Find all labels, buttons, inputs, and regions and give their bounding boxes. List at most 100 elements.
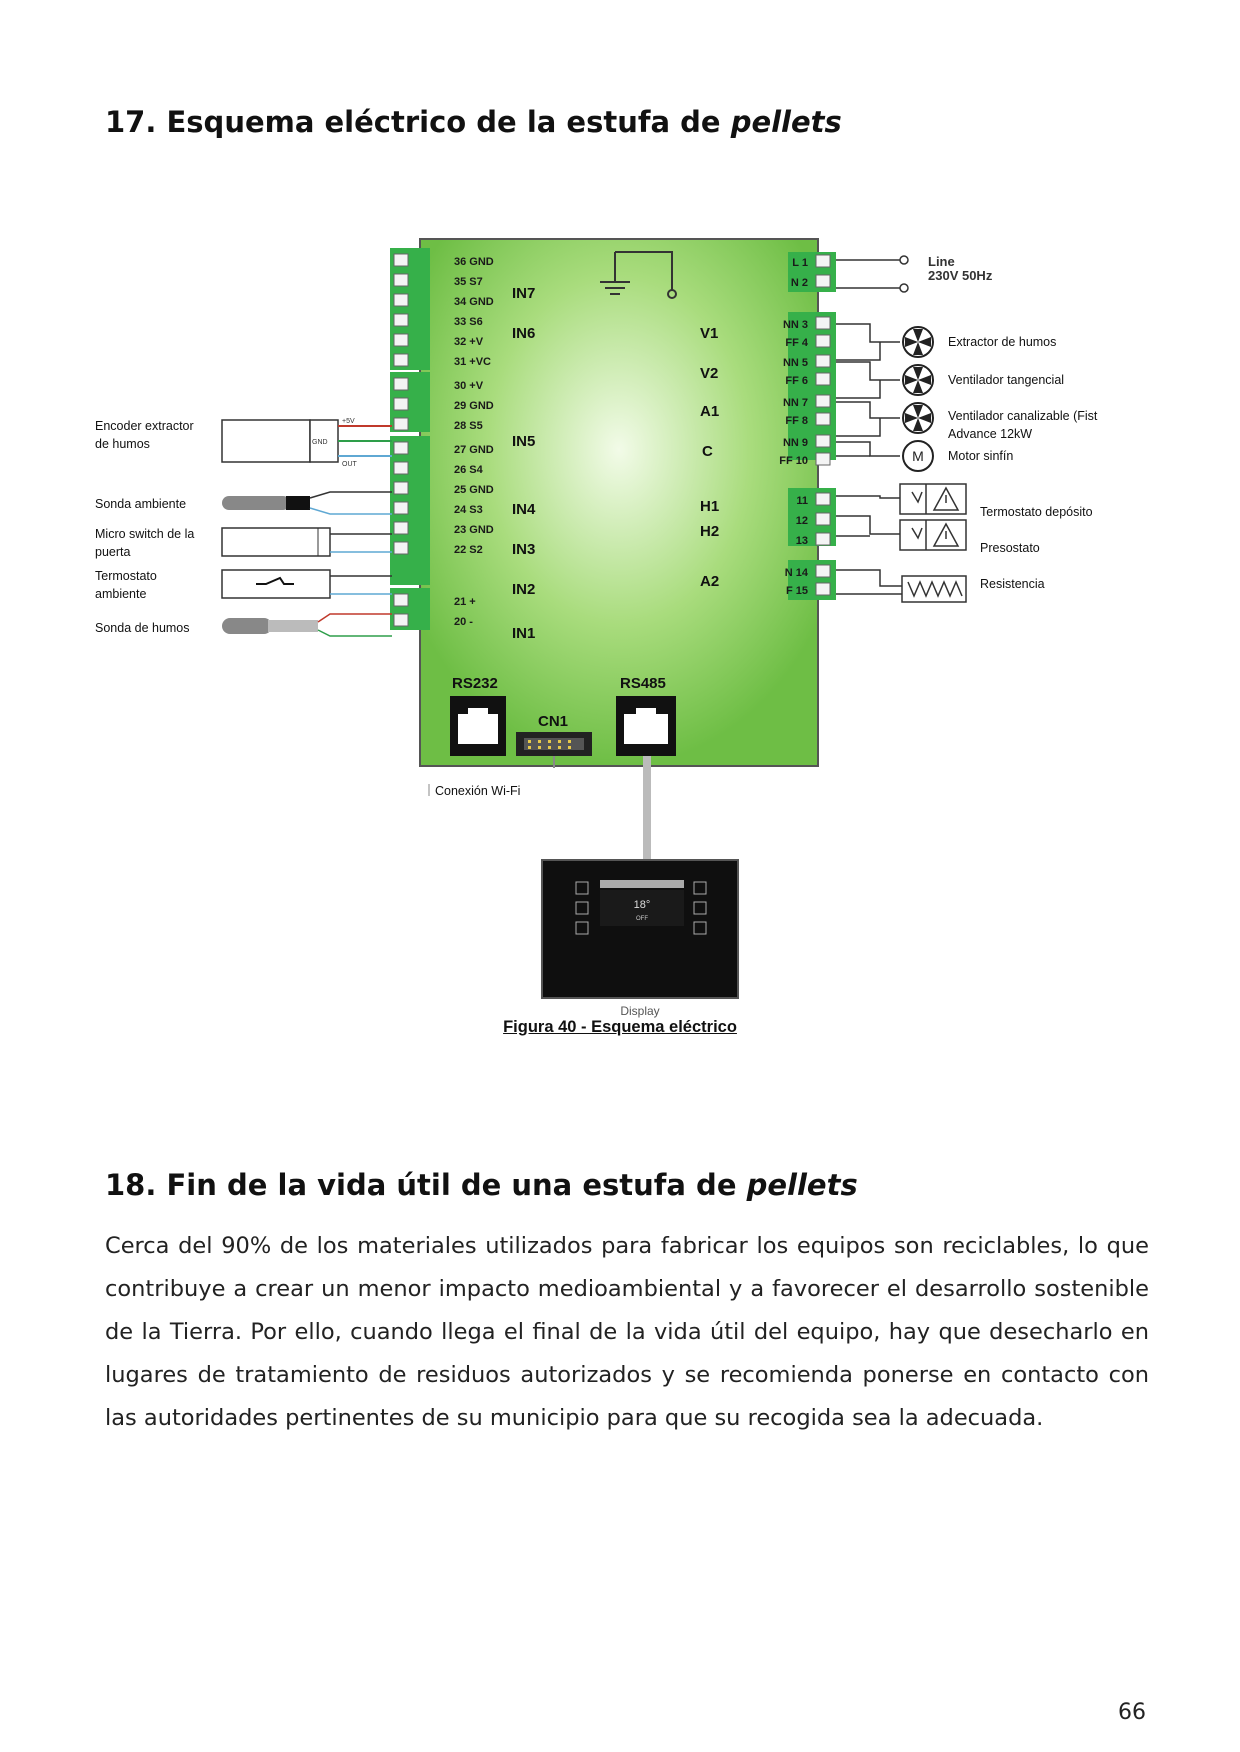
output-label-a1: A1 [700,403,719,420]
right-terminal-pin [815,254,831,268]
input-label-in4: IN4 [512,501,536,518]
input-label-in6: IN6 [512,325,535,342]
right-pin-label: FF 4 [785,337,808,349]
right-terminal-pin [815,492,831,506]
display-cable [643,756,651,862]
rs232-label: RS232 [452,675,498,692]
left-terminal-pin [393,377,409,391]
right-terminal-pin [815,564,831,578]
encoder-device [221,419,392,463]
left-pin-label: 25 GND [454,484,494,496]
motor-symbol: M [912,448,924,464]
input-label-in7: IN7 [512,285,535,302]
right-terminal-pin [815,512,831,526]
left-terminal-pin [393,417,409,431]
output-label-h2: H2 [700,523,719,540]
left-terminal-pin [393,353,409,367]
page-number: 66 [1118,1700,1146,1725]
rs232-port [450,696,506,756]
input-label-in5: IN5 [512,433,535,450]
termostato-deposito-icon [899,483,967,515]
cn1-header [516,732,592,768]
right-pin-label: 11 [796,495,808,507]
line-label: Line [928,254,955,269]
left-terminal-pin [393,481,409,495]
right-pin-label: F 15 [786,585,808,597]
right-terminal-pin [815,532,831,546]
display-panel [541,859,739,999]
right-pin-label: N 2 [791,277,808,289]
left-pin-label: 34 GND [454,296,494,308]
label-canalizable-1: Ventilador canalizable (Fist [948,409,1098,423]
left-pin-label: 30 +V [454,380,484,392]
left-terminal-pin [393,293,409,307]
input-label-in1: IN1 [512,625,535,642]
display-caption: Display [620,1004,659,1018]
right-terminal-pin [815,434,831,448]
right-terminal-pin [815,334,831,348]
label-termostato-ambiente-2: ambiente [95,587,146,601]
figure-caption: Figura 40 - Esquema eléctrico [503,1018,737,1036]
right-terminal-pin [815,452,831,466]
left-pin-label: 27 GND [454,444,494,456]
cn1-label: CN1 [538,713,568,730]
right-terminal-strips [788,252,836,600]
ground-symbol [600,251,677,299]
right-pin-label: NN 3 [783,319,808,331]
left-terminal-pin [393,313,409,327]
label-resistencia: Resistencia [980,577,1045,591]
left-pin-label: 31 +VC [454,356,491,368]
left-terminal-pin [393,273,409,287]
right-terminal-pin [815,394,831,408]
left-pin-label: 32 +V [454,336,484,348]
fan-icon-extractor [902,326,934,358]
left-terminal-pin [393,397,409,411]
section-17-heading: 17. Esquema eléctrico de la estufa de pe… [105,105,842,139]
output-label-c: C [702,443,713,460]
left-pin-label: 33 S6 [454,316,483,328]
label-encoder-2: de humos [95,437,150,451]
encoder-wire-out: OUT [342,461,358,468]
label-termostato-ambiente-1: Termostato [95,569,157,583]
left-terminal-pin [393,441,409,455]
line-voltage-label: 230V 50Hz [928,268,993,283]
display-status: OFF [636,916,648,922]
label-sonda-ambiente: Sonda ambiente [95,497,186,511]
left-terminal-pin [393,461,409,475]
right-terminal-pin [815,412,831,426]
sonda-humos-device [222,613,392,637]
left-pin-label: 23 GND [454,524,494,536]
left-terminal-pin [393,521,409,535]
right-terminal-pin [815,582,831,596]
left-terminal-pin [393,541,409,555]
right-pin-label: 13 [796,535,808,547]
left-pin-label: 21 + [454,596,476,608]
input-label-in3: IN3 [512,541,535,558]
label-tangencial: Ventilador tangencial [948,373,1064,387]
left-terminal-pin [393,593,409,607]
left-terminal-pin [393,613,409,627]
right-terminal-pin [815,274,831,288]
encoder-wire-gnd: GND [312,439,328,446]
left-pin-label: 35 S7 [454,276,483,288]
left-pin-label: 26 S4 [454,464,484,476]
label-sonda-humos: Sonda de humos [95,621,190,635]
left-terminal-pin [393,253,409,267]
output-label-v2: V2 [700,365,718,382]
right-pin-label: 12 [796,515,808,527]
right-terminal-pin [815,354,831,368]
rs485-port [616,696,676,756]
right-pin-label: FF 6 [785,375,808,387]
left-terminal-pin [393,501,409,515]
label-encoder-1: Encoder extractor [95,419,194,433]
label-motor: Motor sinfín [948,449,1013,463]
left-pin-label: 20 - [454,616,473,628]
section-18-heading: 18. Fin de la vida útil de una estufa de… [105,1168,858,1202]
right-terminal-pin [815,372,831,386]
presostato-icon [899,519,967,551]
left-pin-label: 22 S2 [454,544,483,556]
display-temp: 18° [634,899,651,911]
output-wiring [836,323,902,595]
resistencia-icon [901,575,967,603]
